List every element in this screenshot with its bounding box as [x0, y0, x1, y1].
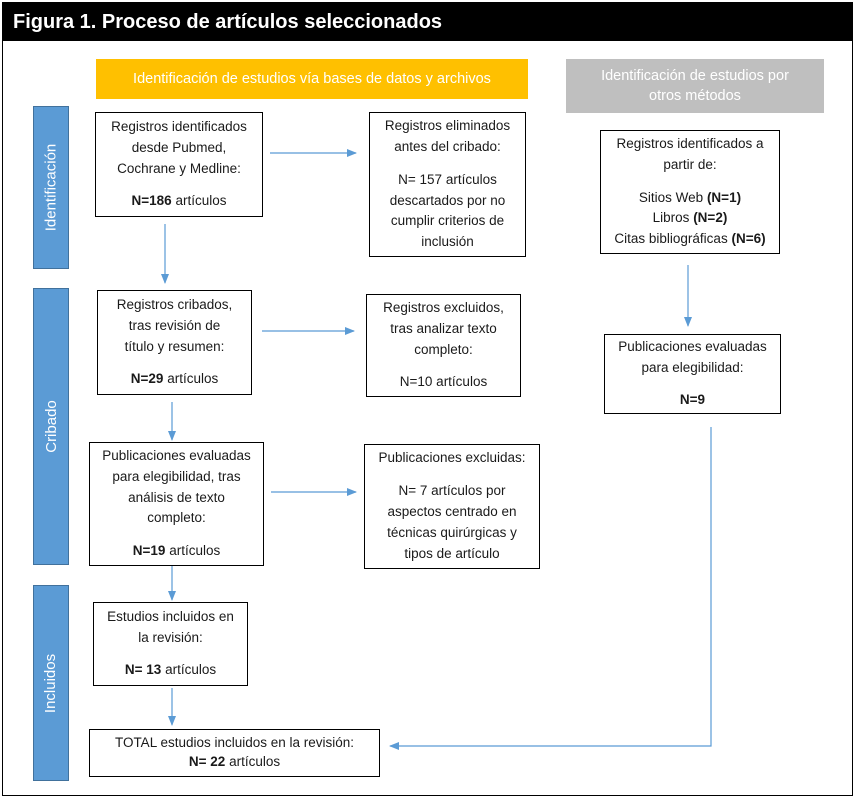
header-other-line1: Identificación de estudios por: [601, 67, 789, 84]
source-item: Sitios Web (N=1): [607, 188, 773, 209]
text-line: aspectos centrado en: [387, 504, 517, 520]
box-other-identified: Registros identificados a partir de: Sit…: [600, 130, 780, 254]
count-value: N=19: [132, 543, 166, 559]
count-unit: artículos: [165, 543, 221, 559]
text-line: título y resumen:: [124, 338, 225, 354]
text-line: tipos de artículo: [404, 545, 500, 561]
count-line: N=29 artículos: [104, 369, 245, 390]
count-unit: artículos: [171, 193, 227, 209]
text-line: TOTAL estudios incluidos en la revisión:: [114, 735, 355, 751]
count-unit: artículos: [161, 662, 217, 678]
box-eligibility: Publicaciones evaluadas para elegibilida…: [89, 442, 264, 566]
text-line: N= 157 artículos: [398, 171, 497, 187]
source-label: Libros: [652, 210, 694, 226]
box-removed-records: Registros eliminados antes del cribado: …: [369, 112, 526, 257]
header-other-methods: Identificación de estudios por otros mét…: [566, 59, 824, 113]
text-line: desde Pubmed,: [131, 139, 227, 155]
count-line: N= 13 artículos: [100, 660, 241, 681]
source-label: Citas bibliográficas: [614, 231, 732, 247]
text-line: tras revisión de: [128, 317, 221, 333]
text-line: para elegibilidad:: [641, 359, 744, 375]
count-value: N= 22: [188, 754, 226, 769]
text-line: análisis de texto: [128, 489, 225, 505]
count-value: N=9: [679, 392, 706, 408]
box-excluded-records: Registros excluidos, tras analizar texto…: [366, 294, 521, 397]
count-line: N= 22 artículos: [96, 753, 373, 772]
text-line: completo:: [414, 341, 473, 357]
phase-screening: Cribado: [33, 288, 69, 565]
count-line: N=9: [611, 390, 774, 411]
source-count: (N=1): [706, 189, 742, 205]
text-line: inclusión: [421, 234, 474, 250]
phase-included: Incluidos: [33, 585, 69, 781]
box-publications-excluded: Publicaciones excluidas: N= 7 artículos …: [364, 444, 540, 569]
text-line: completo:: [147, 510, 206, 526]
count-line: N=19 artículos: [96, 541, 257, 562]
count-line: N=10 artículos: [399, 374, 488, 390]
text-line: tras analizar texto: [390, 320, 497, 336]
count-value: N=29: [130, 371, 164, 387]
text-line: cumplir criterios de: [390, 213, 505, 229]
arrow-other-eval-to-total: [389, 427, 712, 750]
header-databases: Identificación de estudios vía bases de …: [96, 59, 528, 99]
text-line: antes del cribado:: [394, 138, 501, 154]
text-line: Registros cribados,: [116, 296, 233, 312]
phase-identification: Identificación: [33, 106, 69, 269]
text-line: Registros identificados a: [616, 135, 764, 151]
source-count: (N=6): [731, 231, 766, 247]
count-value: N=186: [131, 193, 172, 209]
box-screened-records: Registros cribados, tras revisión de tít…: [97, 290, 252, 395]
text-line: Publicaciones excluidas:: [378, 450, 526, 466]
text-line: N= 7 artículos por: [398, 483, 506, 499]
count-value: N= 13: [124, 662, 162, 678]
box-identified-records: Registros identificados desde Pubmed, Co…: [95, 112, 263, 217]
box-included-studies: Estudios incluidos en la revisión: N= 13…: [93, 602, 248, 686]
text-line: Estudios incluidos en: [107, 608, 234, 624]
text-line: Cochrane y Medline:: [117, 160, 241, 176]
header-other-line2: otros métodos: [649, 88, 741, 104]
text-line: técnicas quirúrgicas y: [387, 524, 517, 540]
box-other-eligibility: Publicaciones evaluadas para elegibilida…: [604, 334, 781, 414]
count-unit: artículos: [163, 371, 219, 387]
text-line: Registros identificados: [111, 118, 247, 134]
count-line: N=186 artículos: [102, 191, 256, 212]
text-line: Publicaciones evaluadas: [618, 338, 767, 354]
text-line: para elegibilidad, tras: [112, 468, 241, 484]
source-item: Libros (N=2): [607, 208, 773, 229]
box-total-included: TOTAL estudios incluidos en la revisión:…: [89, 729, 380, 777]
text-line: Registros eliminados: [384, 117, 511, 133]
text-line: descartados por no: [389, 192, 506, 208]
figure-title: Figura 1. Proceso de artículos seleccion…: [3, 3, 852, 41]
source-count: (N=2): [693, 210, 728, 226]
count-unit: artículos: [225, 754, 281, 769]
text-line: partir de:: [663, 156, 717, 172]
source-label: Sitios Web: [638, 189, 707, 205]
text-line: Publicaciones evaluadas: [102, 447, 251, 463]
text-line: la revisión:: [138, 629, 203, 645]
source-item: Citas bibliográficas (N=6): [607, 229, 773, 250]
text-line: Registros excluidos,: [383, 299, 504, 315]
